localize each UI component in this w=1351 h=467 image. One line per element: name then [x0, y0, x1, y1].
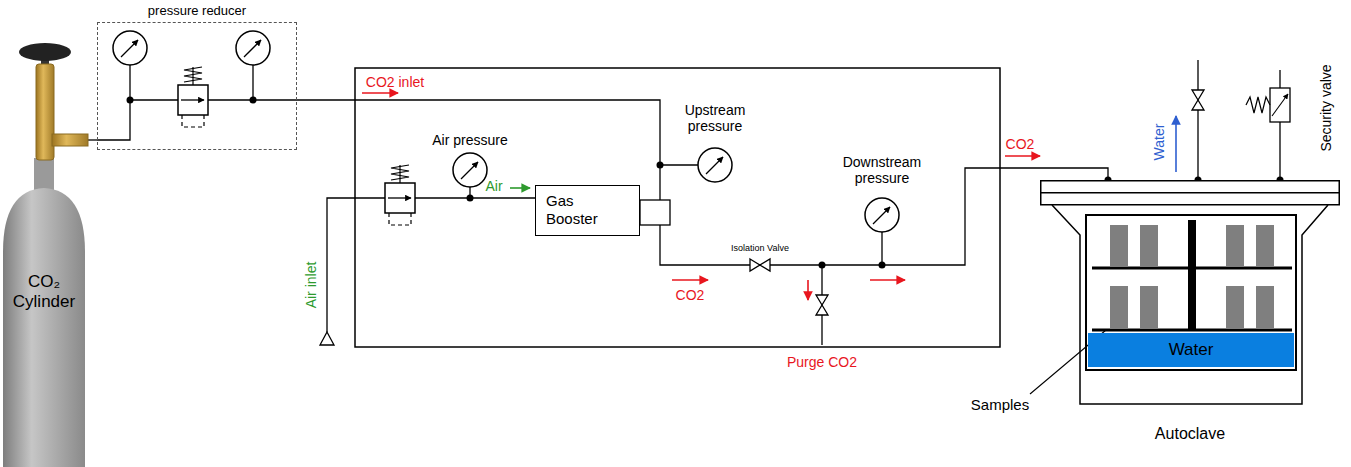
junction-dot	[127, 97, 134, 104]
pressure-reducer-box: pressure reducer	[97, 22, 297, 150]
junction-dot	[467, 195, 474, 202]
valve-spring	[1246, 97, 1270, 113]
water-line	[1197, 60, 1198, 180]
pressure-regulator	[178, 67, 208, 127]
reducer-piping	[97, 65, 297, 140]
flow-label: CO2	[676, 287, 705, 303]
process-box: Gas Booster	[535, 185, 640, 236]
water-valve	[1192, 90, 1204, 110]
flow-label: Water	[1151, 124, 1167, 161]
flow-arrow	[807, 280, 809, 300]
autoclave-shape	[1040, 180, 1340, 405]
flow-arrow	[362, 92, 398, 94]
flow-arrow	[672, 279, 708, 281]
flow-arrow	[870, 279, 905, 281]
air-regulator	[385, 165, 415, 225]
security-valve	[1270, 88, 1290, 122]
purge-valve	[816, 295, 828, 315]
gauge-label: Air pressure	[432, 132, 507, 148]
co2-cylinder: CO₂ Cylinder	[0, 40, 88, 467]
junction-dot	[657, 162, 664, 169]
safety-line	[1279, 70, 1280, 180]
pressure-gauge	[236, 31, 270, 65]
upstream-gauge	[698, 148, 732, 182]
junction-dot	[819, 262, 826, 269]
flow-label: Purge CO2	[787, 354, 857, 370]
pipe-connector	[88, 139, 97, 140]
isolation-valve	[750, 259, 770, 271]
valve-label: Security valve	[1318, 64, 1334, 151]
autoclave-vessel: WaterAutoclave	[1040, 180, 1340, 405]
flow-arrow	[1175, 116, 1177, 172]
band-label: Water	[1088, 333, 1294, 367]
flow-label: CO2	[1006, 136, 1035, 152]
downstream-gauge	[865, 198, 899, 232]
flow-label: CO2 inlet	[366, 74, 424, 90]
cylinder-label: CO₂ Cylinder	[0, 272, 88, 313]
flow-label: Air	[485, 178, 502, 194]
flow-arrow	[510, 187, 530, 189]
water-band: Water	[1088, 333, 1294, 367]
air-inlet-symbol	[320, 332, 334, 345]
booster-port	[640, 200, 670, 225]
valve-label: Isolation Valve	[731, 243, 789, 253]
gauge-tap	[881, 232, 882, 265]
callout-label: Samples	[971, 396, 1029, 413]
junction-dot	[879, 262, 886, 269]
booster-panel	[355, 68, 1000, 347]
security-valve	[1272, 94, 1288, 116]
gauge-label: Downstream pressure	[836, 154, 928, 186]
air-piping	[327, 187, 535, 332]
air-pressure-gauge	[453, 153, 487, 187]
cylinder-shape	[0, 40, 88, 467]
flow-arrow	[1005, 155, 1040, 157]
box-label: Gas Booster	[546, 192, 610, 228]
vessel-label: Autoclave	[1135, 425, 1245, 443]
group-heading: pressure reducer	[88, 3, 306, 18]
gauge-label: Upstream pressure	[675, 102, 755, 134]
junction-dot	[250, 97, 257, 104]
flow-label: Air inlet	[303, 262, 319, 309]
gauge-tap	[660, 164, 698, 165]
pressure-gauge	[113, 31, 147, 65]
